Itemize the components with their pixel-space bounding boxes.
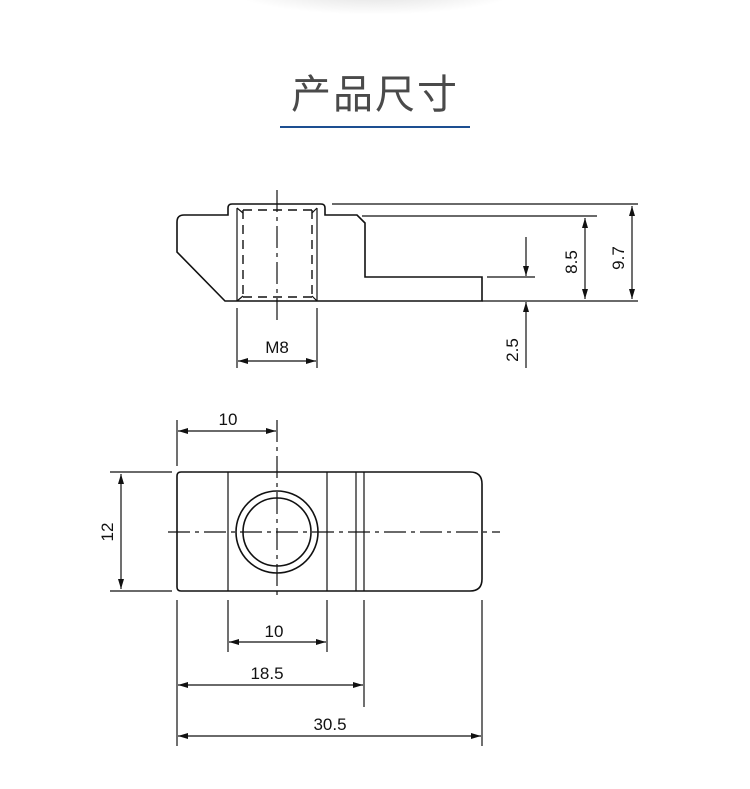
label-18-5: 18.5 [250,664,283,683]
label-30-5: 30.5 [313,715,346,734]
label-2-5: 2.5 [503,338,522,362]
side-outline [176,203,483,302]
label-9-7: 9.7 [609,246,628,270]
top-shadow [225,0,525,15]
page-title: 产品尺寸 [291,72,459,118]
title-underline [280,126,470,128]
top-view: 10 12 10 18.5 30.5 [98,410,500,746]
label-12: 12 [98,523,117,542]
label-10-bottom: 10 [265,622,284,641]
label-8-5: 8.5 [562,250,581,274]
label-m8: M8 [265,338,289,357]
side-view: M8 9.7 8.5 2.5 [176,190,638,368]
top-outline [176,471,483,592]
label-10-top: 10 [219,410,238,429]
